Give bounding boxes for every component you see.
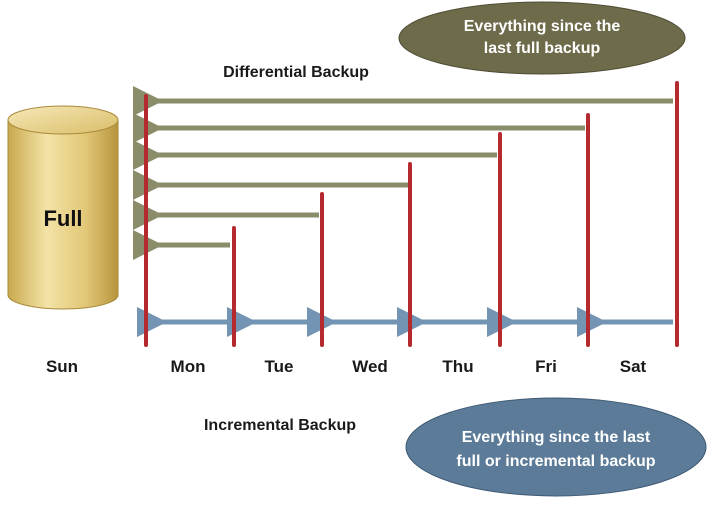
day-lines xyxy=(144,81,679,347)
day-label-tue: Tue xyxy=(265,357,294,376)
differential-arrows xyxy=(133,86,673,260)
differential-backup-title: Differential Backup xyxy=(223,64,369,81)
day-label-thu: Thu xyxy=(442,357,473,376)
incremental-bubble-line2: full or incremental backup xyxy=(456,453,655,470)
differential-bubble-line1: Everything since the xyxy=(464,18,621,35)
day-label-wed: Wed xyxy=(352,357,388,376)
differential-bubble-line2: last full backup xyxy=(484,40,601,57)
full-backup-cylinder: Full xyxy=(7,105,119,310)
incremental-bubble-line1: Everything since the last xyxy=(462,429,651,446)
full-label: Full xyxy=(43,206,82,231)
differential-bubble: Everything since the last full backup xyxy=(398,1,686,75)
day-label-sun: Sun xyxy=(46,357,78,376)
incremental-bubble: Everything since the last full or increm… xyxy=(405,397,707,497)
incremental-backup-title: Incremental Backup xyxy=(204,417,356,434)
day-labels: Sun Mon Tue Wed Thu Fri Sat xyxy=(46,357,647,376)
day-label-sat: Sat xyxy=(620,357,647,376)
day-label-mon: Mon xyxy=(171,357,206,376)
day-label-fri: Fri xyxy=(535,357,557,376)
